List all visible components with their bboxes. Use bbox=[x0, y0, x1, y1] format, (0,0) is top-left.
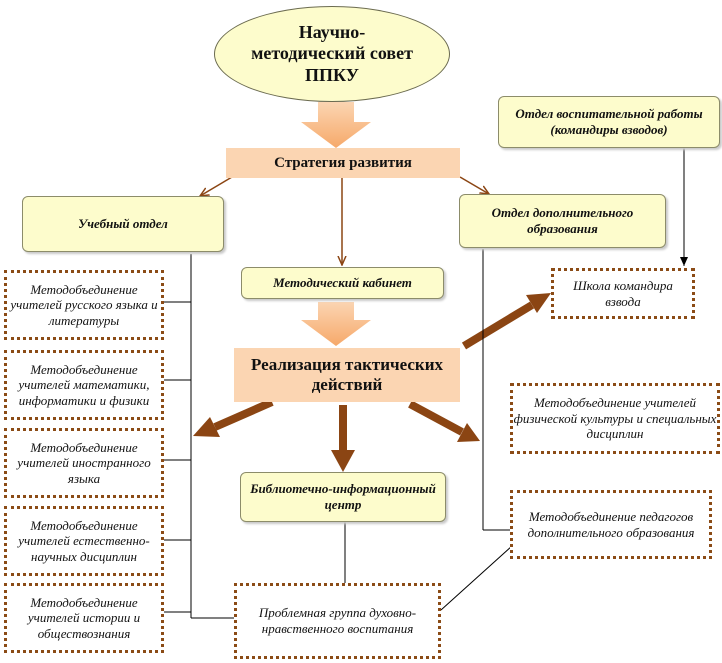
methodical-cabinet-label: Методический кабинет bbox=[273, 275, 412, 291]
tactics-banner: Реализация тактических действий bbox=[234, 348, 460, 402]
academic-dept-label: Учебный отдел bbox=[78, 216, 168, 232]
library-center-label: Библиотечно-информационный центр bbox=[250, 481, 436, 512]
arrow-strategy-to-academic bbox=[200, 176, 233, 196]
association-science-label: Методобъединение учителей естественно-на… bbox=[18, 517, 150, 564]
platoon-school-box: Школа командира взвода bbox=[551, 268, 695, 319]
academic-bus bbox=[164, 254, 234, 619]
addedu-association-box: Методобъединение педагогов дополнительно… bbox=[510, 490, 712, 559]
methodical-cabinet-box: Методический кабинет bbox=[241, 267, 444, 299]
library-center-box: Библиотечно-информационный центр bbox=[240, 472, 446, 522]
thick-arrow-to-library bbox=[331, 405, 355, 472]
platoon-school-label: Школа командира взвода bbox=[573, 277, 673, 309]
academic-dept-box: Учебный отдел bbox=[22, 196, 224, 252]
problem-group-label: Проблемная группа духовно-нравственного … bbox=[258, 605, 417, 636]
thick-arrow-to-left-group bbox=[193, 398, 274, 437]
arrow-strategy-to-addedu bbox=[459, 176, 489, 194]
addedu-dept-label: Отдел дополнительного образования bbox=[491, 205, 634, 236]
addedu-dept-box: Отдел дополнительного образования bbox=[459, 194, 666, 248]
addedu-association-label: Методобъединение педагогов дополнительно… bbox=[527, 508, 695, 540]
problem-group-box: Проблемная группа духовно-нравственного … bbox=[234, 583, 441, 659]
education-dept-label: Отдел воспитательной работы (командиры в… bbox=[515, 106, 703, 137]
pe-association-label: Методобъединение учителей физической кул… bbox=[513, 395, 717, 442]
strategy-label: Стратегия развития bbox=[274, 155, 412, 171]
big-arrow-council-to-strategy bbox=[301, 102, 371, 148]
association-foreign-label: Методобъединение учителей иностранного я… bbox=[17, 439, 151, 486]
pe-association-box: Методобъединение учителей физической кул… bbox=[510, 383, 720, 454]
strategy-banner: Стратегия развития bbox=[226, 148, 460, 178]
addedu-bus bbox=[482, 249, 511, 531]
council-label: Научно-методический совет ППКУ bbox=[251, 21, 413, 85]
association-foreign-box: Методобъединение учителей иностранного я… bbox=[4, 428, 164, 498]
association-history-label: Методобъединение учителей истории и обще… bbox=[27, 594, 141, 641]
big-arrow-cabinet-to-tactics bbox=[301, 302, 371, 346]
association-math-box: Методобъединение учителей математики, ин… bbox=[4, 350, 164, 420]
tactics-label: Реализация тактических действий bbox=[250, 354, 444, 394]
association-russian-label: Методобъединение учителей русского языка… bbox=[10, 281, 158, 328]
thick-arrow-to-addedu-area bbox=[408, 400, 480, 442]
council-ellipse: Научно-методический совет ППКУ bbox=[214, 6, 450, 102]
line-assoc-to-problem bbox=[440, 545, 513, 611]
thick-arrow-to-platoon-school bbox=[461, 293, 551, 350]
education-dept-box: Отдел воспитательной работы (командиры в… bbox=[498, 96, 720, 148]
association-math-label: Методобъединение учителей математики, ин… bbox=[18, 361, 150, 408]
association-russian-box: Методобъединение учителей русского языка… bbox=[4, 270, 164, 340]
association-science-box: Методобъединение учителей естественно-на… bbox=[4, 506, 164, 576]
association-history-box: Методобъединение учителей истории и обще… bbox=[4, 583, 164, 653]
